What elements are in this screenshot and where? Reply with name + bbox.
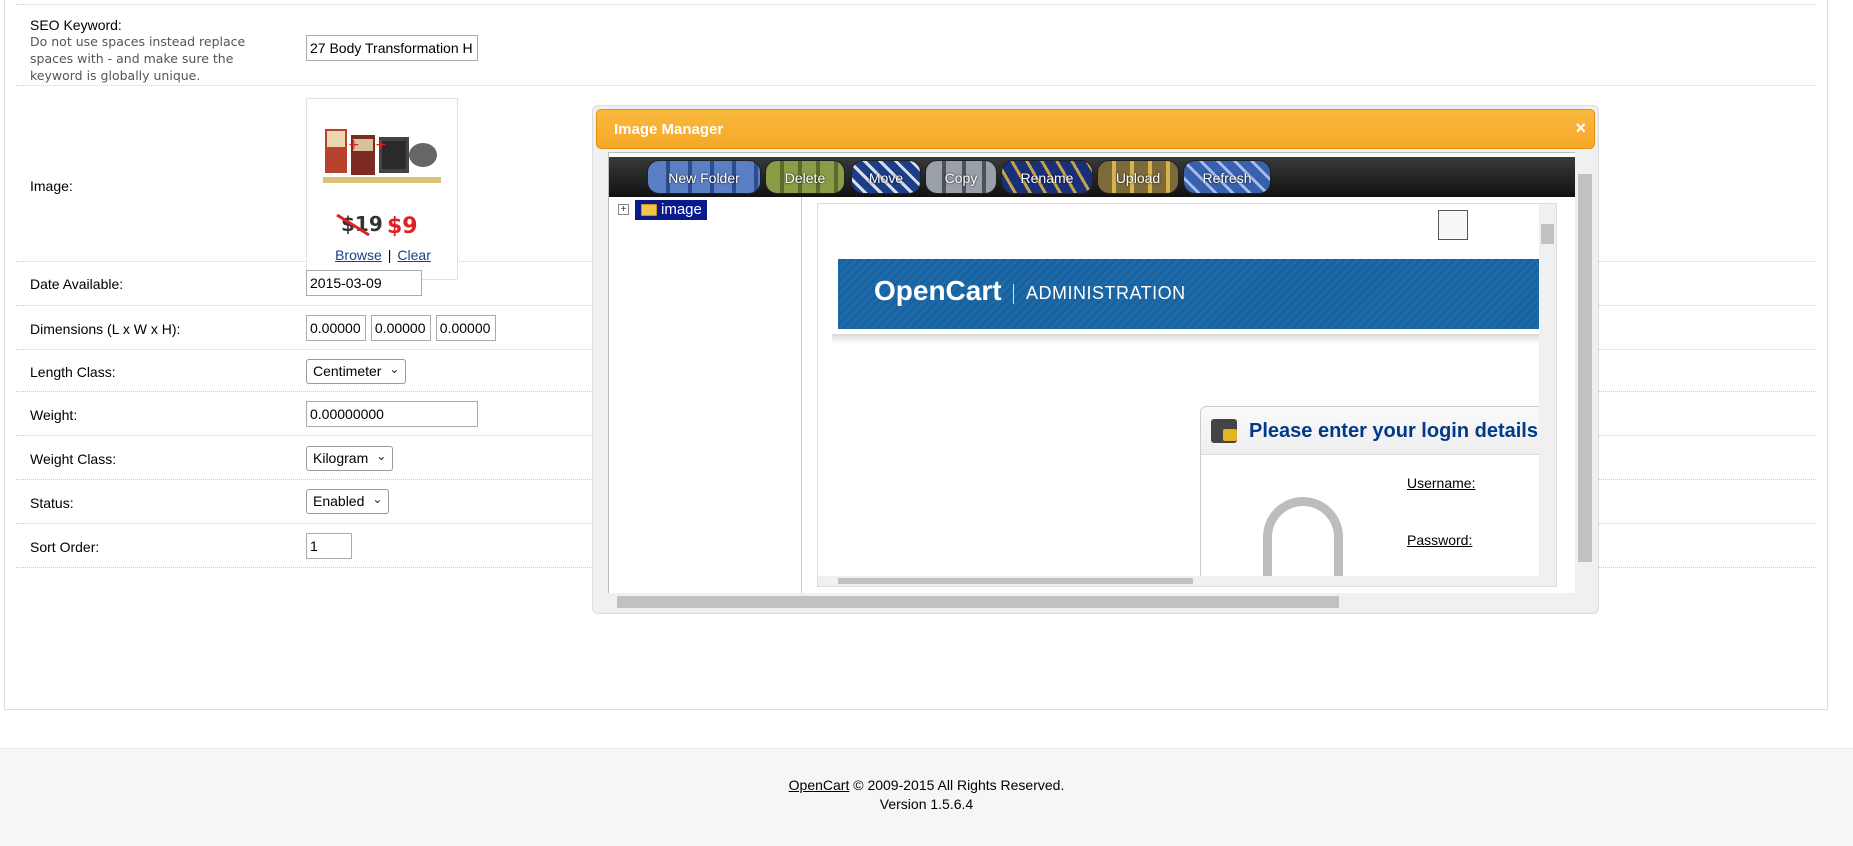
dialog-vertical-scrollbar[interactable] xyxy=(1575,152,1594,598)
status-select[interactable]: Enabled ⌄ xyxy=(306,489,390,514)
thumb-old-price: $19 xyxy=(341,212,383,236)
folder-icon xyxy=(641,204,657,216)
dialog-titlebar[interactable]: Image Manager × xyxy=(596,109,1595,149)
date-available-input[interactable] xyxy=(306,270,422,296)
seo-keyword-field xyxy=(306,35,478,61)
refresh-button[interactable]: Refresh xyxy=(1183,160,1271,194)
seo-keyword-label: SEO Keyword: Do not use spaces instead r… xyxy=(30,17,280,84)
date-available-label: Date Available: xyxy=(30,276,124,292)
weight-input[interactable] xyxy=(306,401,478,427)
image-label: Image: xyxy=(30,178,73,194)
upload-button[interactable]: Upload xyxy=(1097,160,1179,194)
preview-hscroll-thumb[interactable] xyxy=(838,578,1193,584)
banner-divider xyxy=(1013,284,1014,304)
file-preview-pane: OpenCart ADMINISTRATION Please enter you… xyxy=(817,203,1557,587)
weight-class-field: Kilogram ⌄ xyxy=(306,446,394,471)
opencart-banner: OpenCart ADMINISTRATION xyxy=(838,259,1556,329)
image-manager-toolbar: New Folder Delete Move Copy Rename Uploa… xyxy=(609,157,1575,197)
chevron-down-icon: ⌄ xyxy=(376,449,387,463)
login-title: Please enter your login details. xyxy=(1249,420,1544,442)
page-footer: OpenCart © 2009-2015 All Rights Reserved… xyxy=(0,748,1853,846)
status-field: Enabled ⌄ xyxy=(306,489,390,514)
length-class-field: Centimeter ⌄ xyxy=(306,359,407,384)
date-available-field xyxy=(306,270,422,296)
sort-order-input[interactable] xyxy=(306,533,352,559)
width-input[interactable] xyxy=(370,315,431,341)
seo-keyword-title: SEO Keyword: xyxy=(30,17,122,33)
status-label: Status: xyxy=(30,495,74,511)
image-manager-dialog: Image Manager × New Folder Delete Move C… xyxy=(592,105,1599,614)
opencart-link[interactable]: OpenCart xyxy=(788,777,850,793)
username-label: Username: xyxy=(1407,475,1476,491)
weight-class-label: Weight Class: xyxy=(30,451,117,467)
length-class-select[interactable]: Centimeter ⌄ xyxy=(306,359,407,384)
dimensions-label: Dimensions (L x W x H): xyxy=(30,321,181,337)
product-image-thumbnail[interactable]: + + $19 $9 Browse | Clear xyxy=(306,98,458,280)
length-class-value: Centimeter xyxy=(313,363,382,379)
expand-icon[interactable]: + xyxy=(618,204,629,215)
chevron-down-icon: ⌄ xyxy=(389,362,400,376)
image-manager-frame: New Folder Delete Move Copy Rename Uploa… xyxy=(608,152,1593,599)
weight-label: Weight: xyxy=(30,407,78,423)
product-thumbnail-image: + + $19 $9 xyxy=(323,129,441,239)
banner-shadow xyxy=(832,334,1556,344)
svg-text:+: + xyxy=(375,137,387,153)
weight-class-value: Kilogram xyxy=(313,450,369,466)
lock-icon xyxy=(1223,429,1237,441)
length-class-label: Length Class: xyxy=(30,364,116,380)
version-text: Version 1.5.6.4 xyxy=(879,796,974,812)
height-input[interactable] xyxy=(435,315,496,341)
delete-button[interactable]: Delete xyxy=(765,160,845,194)
preview-vertical-scrollbar[interactable] xyxy=(1539,204,1556,586)
sort-order-field xyxy=(306,533,352,559)
seo-keyword-input[interactable] xyxy=(306,35,478,61)
password-label: Password: xyxy=(1407,532,1473,548)
dialog-vscroll-thumb[interactable] xyxy=(1578,174,1592,562)
weight-field xyxy=(306,401,478,427)
preview-vscroll-thumb[interactable] xyxy=(1541,224,1554,244)
thumb-new-price: $9 xyxy=(387,214,418,239)
dialog-horizontal-scrollbar[interactable] xyxy=(597,593,1575,611)
preview-horizontal-scrollbar[interactable] xyxy=(818,576,1541,586)
tree-node-label: image xyxy=(661,201,702,218)
dialog-title: Image Manager xyxy=(614,121,724,138)
dimensions-field xyxy=(306,315,496,341)
link-separator: | xyxy=(387,247,392,263)
clear-link[interactable]: Clear xyxy=(397,247,431,263)
folder-tree: + image xyxy=(609,197,802,599)
weight-class-select[interactable]: Kilogram ⌄ xyxy=(306,446,394,471)
browse-link[interactable]: Browse xyxy=(335,247,382,263)
tree-node-image[interactable]: image xyxy=(635,200,707,220)
sort-order-label: Sort Order: xyxy=(30,539,100,555)
image-file-icon[interactable] xyxy=(1438,210,1468,240)
login-box: Please enter your login details. Usernam… xyxy=(1200,406,1556,586)
image-links: Browse | Clear xyxy=(307,247,459,263)
seo-keyword-help: Do not use spaces instead replace spaces… xyxy=(30,34,246,83)
dialog-hscroll-thumb[interactable] xyxy=(617,596,1339,608)
seo-keyword-row: SEO Keyword: Do not use spaces instead r… xyxy=(16,4,1816,86)
length-input[interactable] xyxy=(306,315,366,341)
administration-label: ADMINISTRATION xyxy=(1026,283,1186,303)
rename-button[interactable]: Rename xyxy=(1001,160,1093,194)
close-icon[interactable]: × xyxy=(1575,118,1586,138)
copyright-text: © 2009-2015 All Rights Reserved. xyxy=(849,777,1065,793)
status-value: Enabled xyxy=(313,493,365,509)
login-header: Please enter your login details. xyxy=(1201,407,1556,455)
opencart-brand: OpenCart xyxy=(874,275,1002,306)
move-button[interactable]: Move xyxy=(851,160,921,194)
padlock-icon xyxy=(1263,497,1343,577)
new-folder-button[interactable]: New Folder xyxy=(647,160,761,194)
svg-text:+: + xyxy=(348,137,360,153)
chevron-down-icon: ⌄ xyxy=(372,492,383,506)
copy-button[interactable]: Copy xyxy=(925,160,997,194)
